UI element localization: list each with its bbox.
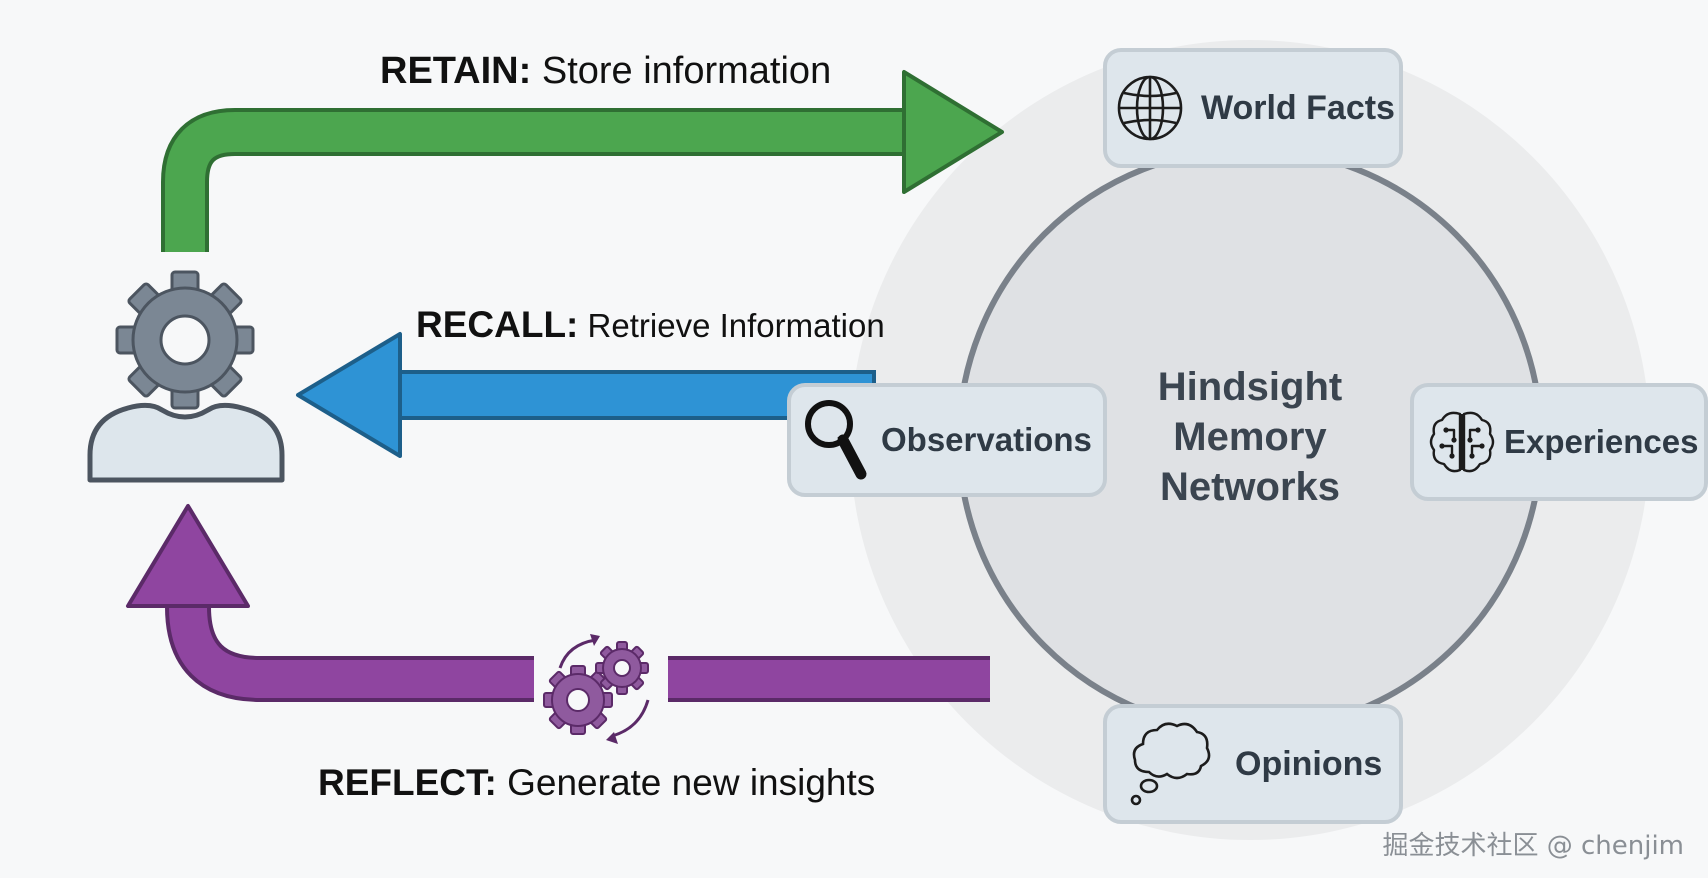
reflect-label: REFLECT: Generate new insights [318, 762, 875, 804]
node-observations-label: Observations [881, 421, 1092, 458]
magnifier-icon [803, 398, 869, 482]
reflect-description: Generate new insights [507, 762, 876, 803]
brain-circuit-icon [1426, 406, 1498, 478]
recall-description: Retrieve Information [587, 307, 885, 344]
globe-icon [1115, 73, 1185, 143]
agent-gear-icon [115, 270, 255, 410]
node-opinions-label: Opinions [1235, 744, 1383, 783]
user-gear-icon [87, 270, 285, 483]
node-observations: Observations [787, 383, 1107, 497]
node-experiences: Experiences [1410, 383, 1708, 501]
recall-keyword: RECALL: [416, 304, 579, 345]
retain-keyword: RETAIN: [380, 50, 532, 92]
network-title: Hindsight Memory Networks [1100, 362, 1400, 512]
cycle-gears-icon [543, 634, 650, 744]
recall-label: RECALL: Retrieve Information [416, 304, 885, 346]
node-world-facts-label: World Facts [1201, 88, 1395, 127]
network-title-line-3: Networks [1159, 465, 1341, 509]
node-world-facts: World Facts [1103, 48, 1403, 168]
network-title-line-1: Hindsight [1157, 365, 1343, 409]
retain-arrow [161, 70, 1004, 252]
watermark: 掘金技术社区 @ chenjim [1382, 831, 1684, 861]
reflect-arrow [126, 504, 990, 702]
thought-bubble-icon [1127, 718, 1213, 810]
agent-body [87, 402, 285, 483]
network-title-line-2: Memory [1173, 415, 1327, 459]
node-opinions: Opinions [1103, 704, 1403, 824]
node-experiences-label: Experiences [1504, 423, 1699, 460]
retain-label: RETAIN: Store information [380, 50, 831, 93]
retain-description: Store information [541, 50, 832, 92]
reflect-keyword: REFLECT: [318, 762, 497, 803]
